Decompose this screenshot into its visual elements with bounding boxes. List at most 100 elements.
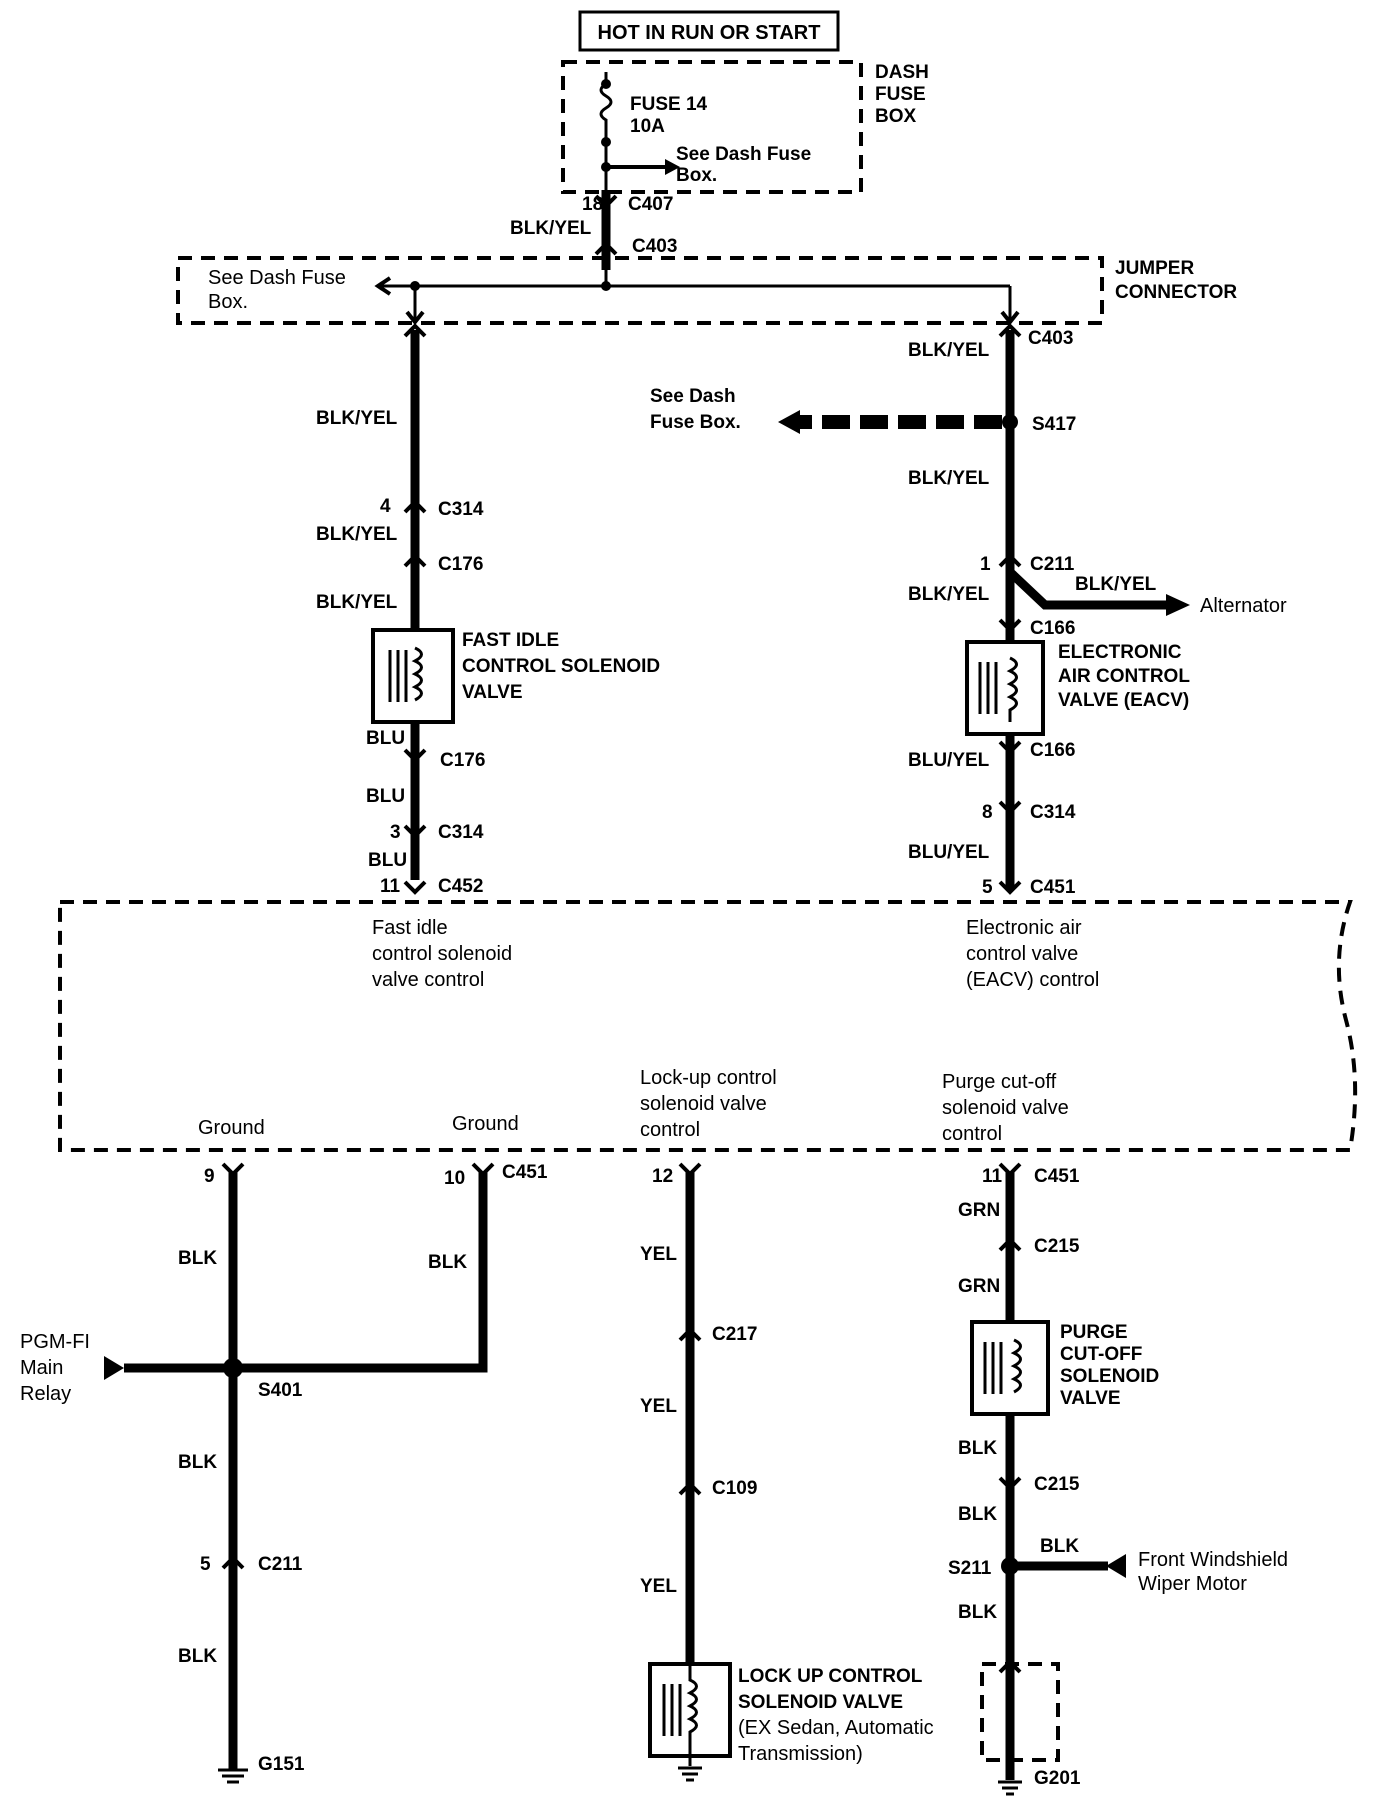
svg-text:AIR CONTROL: AIR CONTROL [1058,666,1190,687]
c166-bottom-label: C166 [1030,740,1075,761]
wire-blk-wiper: BLK [1040,1536,1079,1557]
eacv-valve [965,640,1045,736]
lockup-ground-icon [678,1766,702,1782]
c166-top-label: C166 [1030,618,1075,639]
c314-left-pin: 4 [380,496,391,517]
c403-right-label: C403 [1028,328,1073,349]
wire-blk-gnd-3: BLK [178,1452,217,1473]
svg-text:solenoid valve: solenoid valve [640,1093,767,1115]
fuse-box-see-ref-1: See Dash Fuse [676,144,811,165]
svg-text:control valve: control valve [966,943,1078,965]
wire-blk-yel-right-2: BLK/YEL [908,468,990,489]
svg-text:Electronic air: Electronic air [966,917,1082,939]
svg-text:Fuse Box.: Fuse Box. [650,412,741,433]
purge-solenoid-label: PURGE CUT-OFF SOLENOID VALVE [1060,1322,1159,1409]
svg-text:LOCK UP CONTROL: LOCK UP CONTROL [738,1666,923,1687]
power-label: HOT IN RUN OR START [598,22,821,44]
svg-text:Lock-up control: Lock-up control [640,1067,777,1089]
c176-top-label: C176 [438,554,483,575]
wire-blk-yel-alt: BLK/YEL [1075,574,1157,595]
svg-text:control: control [640,1119,700,1141]
wire-blk-yel-right-3: BLK/YEL [908,584,990,605]
c217-label: C217 [712,1324,757,1345]
c215-bottom-label: C215 [1034,1474,1080,1495]
svg-text:CONNECTOR: CONNECTOR [1115,282,1237,303]
ecm-purge-label: Purge cut-off solenoid valve control [942,1071,1069,1145]
svg-text:Wiper Motor: Wiper Motor [1138,1573,1247,1595]
lockup-solenoid-note: (EX Sedan, Automatic Transmission) [738,1717,934,1765]
wire-grn-1: GRN [958,1200,1000,1221]
s417-label: S417 [1032,414,1076,435]
wire-blk-gnd-1: BLK [178,1248,217,1269]
c211-bottom-label: C211 [258,1554,303,1575]
c215-top-label: C215 [1034,1236,1080,1257]
c176-bottom-label: C176 [440,750,485,771]
g151-ground-icon [218,1768,248,1784]
wire-blk-purge-1: BLK [958,1438,997,1459]
g201-label: G201 [1034,1768,1081,1789]
fast-idle-solenoid [371,628,455,724]
wire-blu-left-2: BLU [366,786,405,807]
c451-right-pin: 5 [982,877,993,898]
ecm-ground-a: Ground [198,1117,265,1139]
svg-text:FAST IDLE: FAST IDLE [462,630,559,651]
svg-text:valve control: valve control [372,969,484,991]
wire-yel-2: YEL [640,1396,677,1417]
svg-text:Relay: Relay [20,1383,71,1405]
c211-right-label: C211 [1030,554,1075,575]
svg-text:CUT-OFF: CUT-OFF [1060,1344,1142,1365]
fuse-14-name: FUSE 14 [630,94,708,115]
c314-right-label: C314 [1030,802,1076,823]
svg-text:Transmission): Transmission) [738,1743,863,1765]
c451-gnd-label: C451 [502,1162,548,1183]
svg-text:control solenoid: control solenoid [372,943,512,965]
svg-text:Purge cut-off: Purge cut-off [942,1071,1057,1093]
svg-text:VALVE (EACV): VALVE (EACV) [1058,690,1189,711]
wire-yel-1: YEL [640,1244,677,1265]
wire-blu-left-1: BLU [366,728,405,749]
wire-blu-yel-right-1: BLU/YEL [908,750,990,771]
c211-right-pin: 1 [980,554,991,575]
right-see-ref: See Dash Fuse Box. [650,386,741,433]
c452-pin: 11 [380,876,401,897]
svg-text:VALVE: VALVE [462,682,523,703]
wire-blk-purge-3: BLK [958,1602,997,1623]
g201-bracket [980,1662,1060,1762]
purge-solenoid-label-3: SOLENOID [1060,1366,1159,1387]
purge-solenoid [970,1320,1050,1416]
svg-text:VALVE: VALVE [1060,1388,1121,1409]
svg-text:BOX: BOX [875,106,917,127]
c314-left2-label: C314 [438,822,484,843]
svg-text:(EACV) control: (EACV) control [966,969,1099,991]
wire-blk-yel-top: BLK/YEL [510,218,592,239]
c407-label: C407 [628,194,673,215]
wire-blk-yel-left-1: BLK/YEL [316,408,398,429]
wire-blk-purge-2: BLK [958,1504,997,1525]
wire-blu-yel-right-2: BLU/YEL [908,842,990,863]
wire-blk-gnd-2: BLK [428,1252,467,1273]
svg-text:Fast idle: Fast idle [372,917,448,939]
jumper-connector-box [176,256,1104,325]
eacv-valve-label: ELECTRONIC AIR CONTROL VALVE (EACV) [1058,642,1190,711]
svg-text:solenoid valve: solenoid valve [942,1097,1069,1119]
svg-text:SOLENOID VALVE: SOLENOID VALVE [738,1692,903,1713]
c451-purge-pin: 11 [982,1166,1003,1187]
pgm-fi-label: PGM-FI Main Relay [20,1331,90,1405]
jumper-see-ref-1: See Dash Fuse [208,267,346,289]
c451-right-label: C451 [1030,877,1076,898]
c211-bottom-pin: 5 [200,1554,211,1575]
dash-fuse-box-title: DASH FUSE BOX [875,62,929,127]
wire-grn-2: GRN [958,1276,1000,1297]
ecm-fast-idle-label: Fast idle control solenoid valve control [372,917,512,991]
svg-text:Main: Main [20,1357,63,1379]
c314-left-label: C314 [438,499,484,520]
ecm-eacv-label: Electronic air control valve (EACV) cont… [966,917,1099,991]
s417-splice [1002,414,1018,430]
ecm-lockup-label: Lock-up control solenoid valve control [640,1067,777,1141]
c403-top-label: C403 [632,236,677,257]
svg-text:DASH: DASH [875,62,929,83]
lockup-solenoid-label: LOCK UP CONTROL SOLENOID VALVE [738,1666,923,1713]
wire-blu-left-3: BLU [368,850,407,871]
jumper-connector-title: JUMPER CONNECTOR [1115,258,1237,303]
